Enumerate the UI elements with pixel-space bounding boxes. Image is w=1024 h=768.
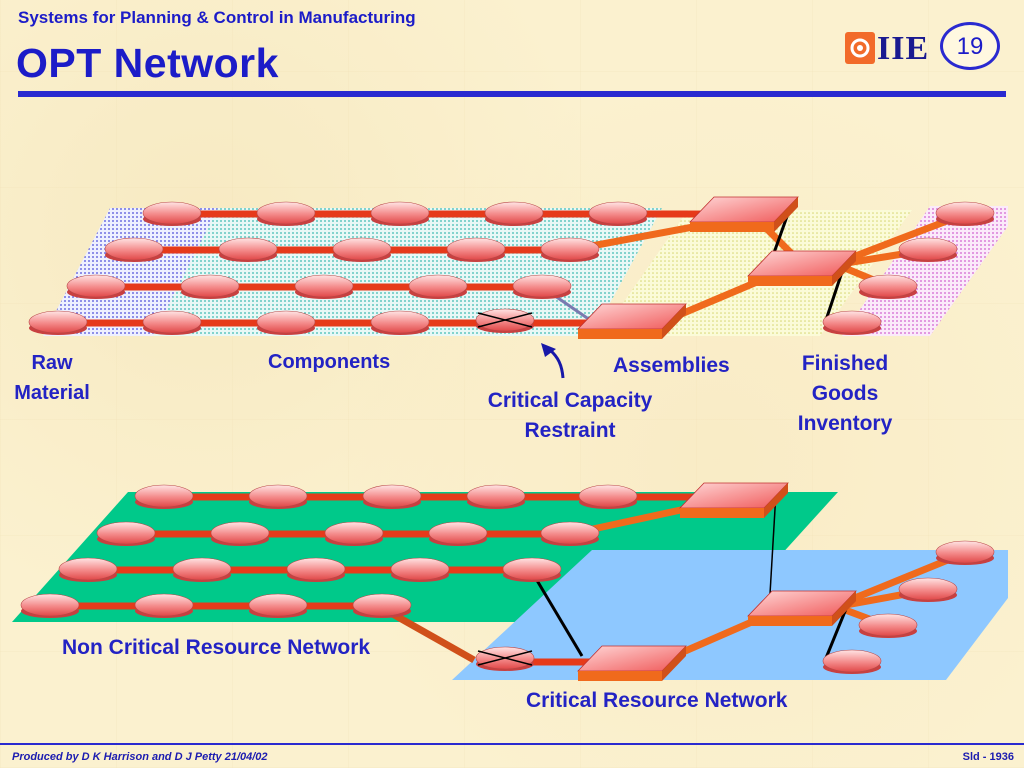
node [142, 201, 202, 226]
fg-label-line1: Finished [801, 352, 889, 375]
ccr-label-line2: Restraint [524, 419, 616, 442]
node [66, 274, 126, 299]
node [362, 484, 422, 509]
node [248, 593, 308, 618]
node [588, 201, 648, 226]
node [20, 593, 80, 618]
title-rule [18, 91, 1006, 97]
raw-label-line1: Raw [31, 352, 73, 374]
finished-node [822, 649, 882, 674]
slide-number: 19 [956, 33, 984, 60]
node [466, 484, 526, 509]
ccr-node [475, 308, 535, 333]
finished-goods-label: Finished Goods Inventory [780, 349, 910, 439]
node [446, 237, 506, 262]
node [502, 557, 562, 582]
finished-node [822, 310, 882, 335]
components-label: Components [268, 351, 391, 373]
footer-produced-by: Produced by D K Harrison and D J Petty 2… [12, 751, 268, 763]
node [512, 274, 572, 299]
non-critical-network-label: Non Critical Resource Network [62, 636, 371, 659]
node [408, 274, 468, 299]
node [370, 201, 430, 226]
assembly-slab [747, 590, 857, 626]
footer-slide-id: Sld - 1936 [962, 751, 1014, 763]
assembly-slab [577, 303, 687, 339]
node [370, 310, 430, 335]
critical-network-label: Critical Resource Network [526, 689, 788, 712]
bottom-assembly-slabs [577, 482, 857, 681]
node [484, 201, 544, 226]
critical-plane [452, 550, 1008, 680]
components-plane [153, 208, 662, 336]
node [58, 557, 118, 582]
node [294, 274, 354, 299]
top-nodes [28, 201, 995, 335]
node [578, 484, 638, 509]
footer-rule [0, 743, 1024, 745]
finished-node [898, 237, 958, 262]
finished-node [858, 274, 918, 299]
node [540, 237, 600, 262]
node [134, 593, 194, 618]
logo-text: IIE [877, 30, 930, 67]
node [104, 237, 164, 262]
node [134, 484, 194, 509]
iie-logo: IIE [845, 30, 931, 67]
node [210, 521, 270, 546]
page-title: OPT Network [16, 40, 279, 86]
node [96, 521, 156, 546]
finished-node [858, 613, 918, 638]
node [540, 521, 600, 546]
node [256, 310, 316, 335]
up-arrow-icon [541, 343, 565, 379]
slide-number-badge: 19 [940, 22, 1000, 70]
node [286, 557, 346, 582]
assembly-slab [689, 196, 799, 232]
critical-capacity-restraint-label: Critical Capacity Restraint [460, 386, 680, 446]
finished-node [935, 540, 995, 565]
node [172, 557, 232, 582]
node [180, 274, 240, 299]
node [248, 484, 308, 509]
fg-label-line2: Goods [811, 382, 879, 405]
raw-material-plane [43, 208, 218, 336]
fg-label-line3: Inventory [797, 412, 893, 435]
assembly-slab [577, 645, 687, 681]
course-title: Systems for Planning & Control in Manufa… [18, 8, 416, 27]
node [142, 310, 202, 335]
assemblies-label: Assemblies [613, 354, 730, 377]
node [218, 237, 278, 262]
raw-material-label: Raw Material [0, 348, 104, 408]
assembly-slab [747, 250, 857, 286]
finished-goods-plane [842, 206, 1008, 336]
ccr-label-line1: Critical Capacity [487, 389, 653, 412]
node [428, 521, 488, 546]
raw-label-line2: Material [14, 382, 90, 404]
assembly-slab [679, 482, 789, 518]
node [324, 521, 384, 546]
top-assembly-slabs [577, 196, 857, 339]
node [332, 237, 392, 262]
node [256, 201, 316, 226]
node [390, 557, 450, 582]
node [352, 593, 412, 618]
node [28, 310, 88, 335]
finished-node [898, 577, 958, 602]
bottom-nodes [20, 484, 995, 674]
finished-node [935, 201, 995, 226]
ccr-node [475, 646, 535, 671]
gear-icon [845, 32, 875, 64]
